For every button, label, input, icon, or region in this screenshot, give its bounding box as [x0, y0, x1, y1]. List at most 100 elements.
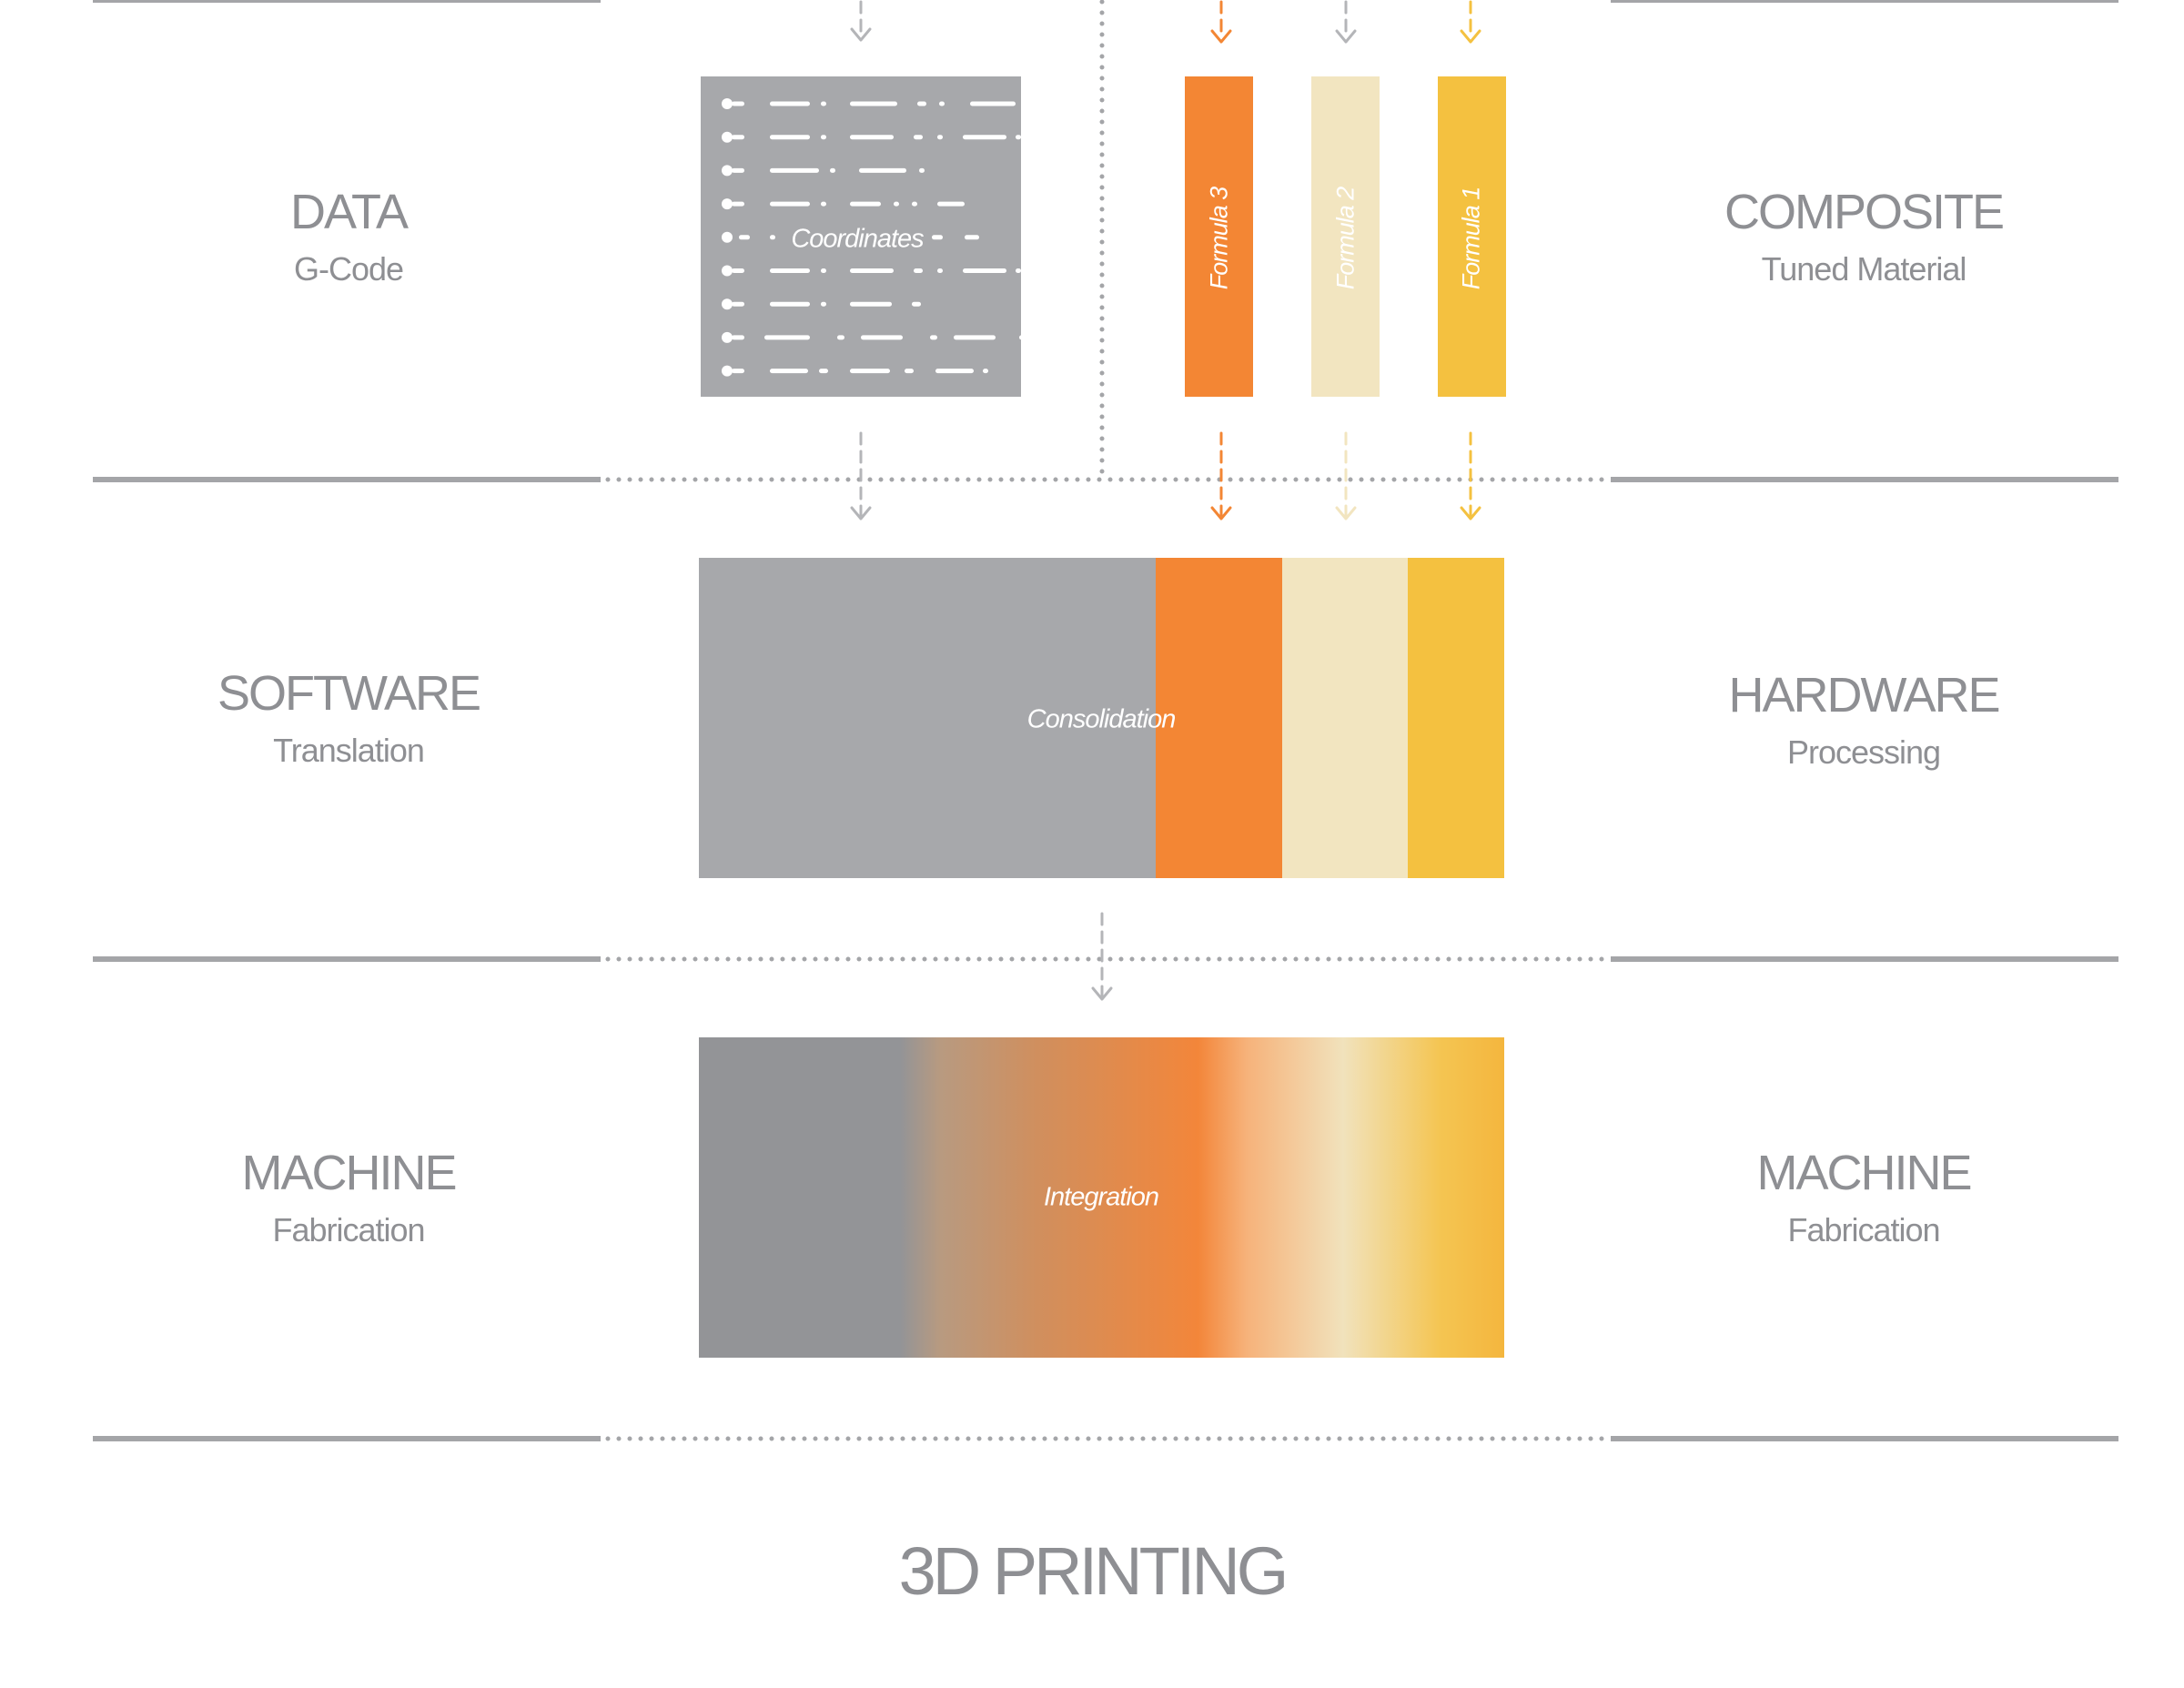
- code-dash: [819, 369, 828, 374]
- integration-block: [699, 1037, 1504, 1358]
- composite-title: COMPOSITE: [1724, 185, 2005, 239]
- hardware-subtitle: Processing: [1786, 733, 1941, 771]
- code-dash: [939, 101, 945, 106]
- integration-label: Integration: [1043, 1182, 1159, 1212]
- code-dash: [732, 268, 744, 273]
- code-dot: [722, 98, 733, 109]
- consolidation-label: Consolidation: [1026, 704, 1177, 734]
- arrow-top-gray-2: [1335, 0, 1357, 44]
- code-dash: [732, 301, 744, 307]
- code-dot: [722, 331, 733, 343]
- code-dash: [894, 201, 899, 207]
- row-2-right-label: HARDWARE Processing: [1682, 671, 2046, 769]
- code-dash: [821, 201, 826, 207]
- formula-3-label: Formula 3: [1205, 187, 1233, 290]
- code-dash: [983, 369, 988, 374]
- arrow-formula-1-down: [1460, 431, 1481, 521]
- data-subtitle: G-Code: [293, 250, 404, 288]
- code-dash: [914, 268, 923, 273]
- code-dash: [965, 235, 979, 240]
- code-dash: [937, 268, 943, 273]
- machine-title-left: MACHINE: [241, 1146, 457, 1200]
- consolidation-cream-segment: [1282, 558, 1408, 878]
- code-dash: [905, 369, 914, 374]
- code-dash: [732, 167, 744, 173]
- code-dash: [914, 135, 923, 140]
- code-dash: [770, 101, 810, 106]
- code-dash: [954, 335, 996, 340]
- code-dash: [739, 235, 750, 240]
- code-dot: [722, 365, 733, 377]
- code-dot: [722, 165, 733, 177]
- code-dash: [912, 301, 921, 307]
- code-dash: [1016, 268, 1021, 273]
- code-dash: [937, 201, 965, 207]
- code-dash: [1016, 135, 1021, 140]
- code-dot: [722, 198, 733, 210]
- code-dash: [912, 201, 917, 207]
- code-dash: [917, 101, 926, 106]
- arrow-consolidation-down: [1091, 912, 1113, 1001]
- code-dash: [1019, 335, 1028, 340]
- formula-1-bar: [1438, 76, 1506, 397]
- hardware-title: HARDWARE: [1728, 668, 2000, 723]
- code-dash: [770, 201, 810, 207]
- code-dash: [850, 135, 894, 140]
- code-dash: [821, 135, 826, 140]
- code-dash: [859, 167, 906, 173]
- dividers: [93, 0, 2118, 1441]
- code-dash: [963, 135, 1006, 140]
- footer-title: 3D PRINTING: [898, 1533, 1289, 1609]
- code-dash: [937, 135, 943, 140]
- code-dot: [722, 298, 733, 310]
- code-dash: [821, 301, 826, 307]
- formula-1-label: Formula 1: [1457, 187, 1485, 290]
- code-dash: [732, 101, 744, 106]
- code-dash: [850, 268, 894, 273]
- consolidation-orange-segment: [1156, 558, 1282, 878]
- code-dash: [821, 268, 826, 273]
- machine-title-right: MACHINE: [1756, 1146, 1972, 1200]
- data-title: DATA: [289, 185, 409, 239]
- code-dash: [837, 335, 844, 340]
- row-1-left-label: DATA G-Code: [167, 187, 531, 286]
- code-dash: [821, 101, 826, 106]
- code-dash: [830, 167, 835, 173]
- consolidation-yellow-segment: [1408, 558, 1504, 878]
- code-dash: [932, 235, 943, 240]
- code-dash: [732, 369, 744, 374]
- code-dash: [930, 335, 937, 340]
- row-2-left-label: SOFTWARE Translation: [167, 669, 531, 767]
- machine-subtitle-left: Fabrication: [272, 1211, 425, 1248]
- arrow-coordinates-down: [850, 431, 872, 521]
- code-dash: [764, 335, 810, 340]
- code-dash: [770, 268, 810, 273]
- code-dash: [850, 101, 897, 106]
- code-dash: [963, 268, 1006, 273]
- code-dot: [722, 265, 733, 277]
- row-1-right-label: COMPOSITE Tuned Material: [1682, 187, 2046, 286]
- code-dash: [850, 369, 890, 374]
- formula-3-bar: [1185, 76, 1253, 397]
- code-dash: [935, 369, 974, 374]
- code-dash: [850, 201, 881, 207]
- code-dash: [770, 135, 810, 140]
- machine-subtitle-right: Fabrication: [1787, 1211, 1940, 1248]
- arrows: [850, 0, 1481, 1001]
- formula-2-bar: [1311, 76, 1380, 397]
- code-dash: [861, 335, 903, 340]
- arrow-top-gray: [850, 0, 872, 42]
- code-dash: [770, 235, 775, 240]
- coordinates-label: Coordinates: [791, 224, 924, 254]
- code-dash: [732, 201, 744, 207]
- code-dash: [919, 167, 925, 173]
- row-3-right-label: MACHINE Fabrication: [1682, 1148, 2046, 1247]
- formula-2-label: Formula 2: [1331, 187, 1360, 290]
- code-dot: [722, 231, 733, 243]
- arrow-top-orange: [1210, 0, 1232, 44]
- coordinate-code-lines: [722, 98, 1028, 377]
- row-3-left-label: MACHINE Fabrication: [167, 1148, 531, 1247]
- arrow-formula-2-down: [1335, 431, 1357, 521]
- code-dash: [732, 335, 744, 340]
